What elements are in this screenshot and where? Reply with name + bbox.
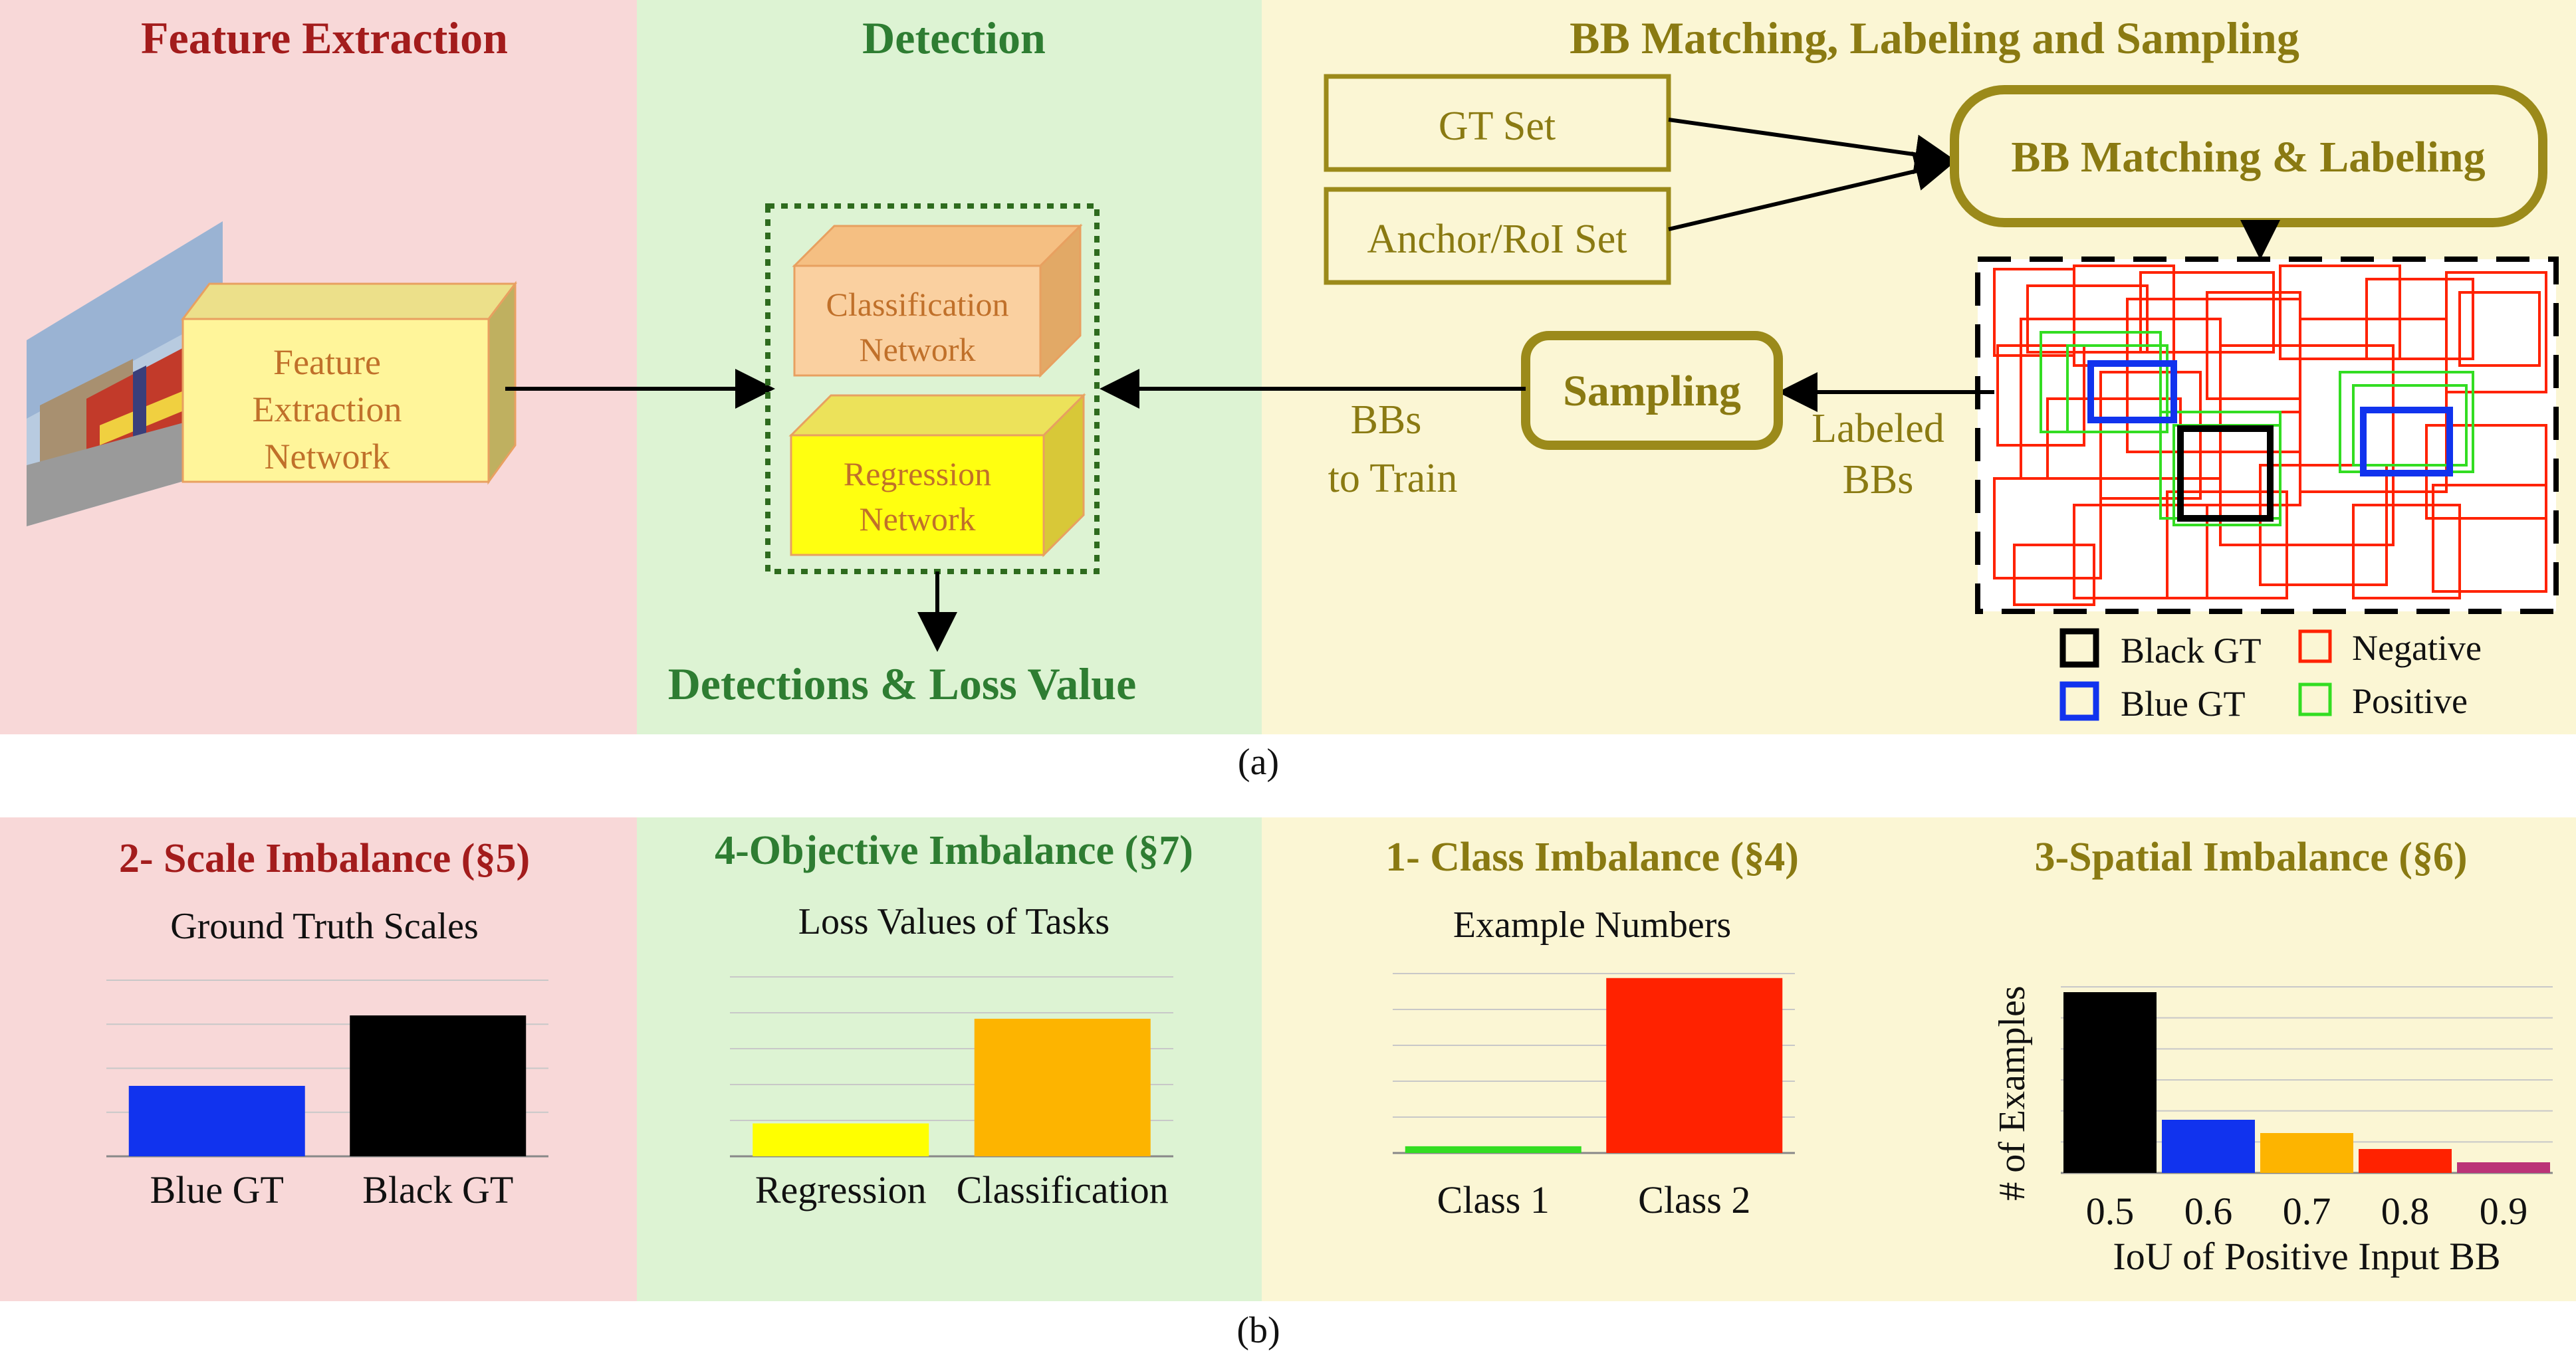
- bar-class-1: [1405, 1146, 1581, 1153]
- arrow-gt-to-matching: [1668, 118, 1955, 175]
- labeled-bb-image: [1975, 257, 2559, 614]
- category-label: Class 2: [1638, 1178, 1750, 1221]
- sampling-label: Sampling: [1563, 367, 1741, 415]
- legend-black-gt-swatch: [2059, 628, 2099, 668]
- legend-positive-swatch: [2298, 682, 2332, 716]
- labeled-bbs-line-1: Labeled: [1812, 406, 1944, 451]
- category-label: 0.9: [2480, 1190, 2528, 1233]
- bbs-to-train-line-1: BBs: [1351, 397, 1422, 443]
- bb-matching-title: BB Matching, Labeling and Sampling: [1570, 13, 2299, 63]
- part-b: 2- Scale Imbalance (§5) Ground Truth Scal…: [0, 817, 2576, 1351]
- bar-0-7: [2260, 1133, 2353, 1173]
- anchor-set-label: Anchor/RoI Set: [1367, 217, 1627, 262]
- detections-loss-label: Detections & Loss Value: [668, 659, 1137, 709]
- bar-class-2: [1606, 978, 1783, 1153]
- chart-title: 1- Class Imbalance (§4): [1385, 835, 1799, 880]
- category-label: Black GT: [362, 1168, 513, 1211]
- bar-0-8: [2359, 1149, 2452, 1173]
- x-axis-label: IoU of Positive Input BB: [2113, 1235, 2500, 1278]
- detection-title: Detection: [862, 13, 1046, 63]
- feature-box-line-1: Feature: [273, 342, 381, 382]
- bar-classification: [974, 1019, 1151, 1156]
- category-label: 0.6: [2184, 1190, 2233, 1233]
- category-label: Blue GT: [150, 1168, 284, 1211]
- negative-boxes: [1993, 264, 2547, 606]
- feature-box-line-3: Network: [265, 437, 390, 476]
- bb-matching-labeling-label: BB Matching & Labeling: [2011, 133, 2485, 181]
- detection-head-container: [765, 203, 1100, 574]
- legend-negative-swatch: [2298, 629, 2332, 663]
- regression-network: Regression Network: [788, 393, 1086, 558]
- chart-subtitle: Ground Truth Scales: [170, 906, 479, 947]
- anchor-set-box: [1324, 187, 1671, 285]
- category-label: Classification: [957, 1168, 1169, 1211]
- chart-3: 1- Class Imbalance (§4) Example NumbersCl…: [1385, 835, 1799, 1221]
- legend-positive-label: Positive: [2352, 681, 2468, 721]
- feature-box-line-2: Extraction: [253, 389, 402, 429]
- bbs-to-train-line-2: to Train: [1328, 456, 1458, 501]
- classification-line-2: Network: [860, 331, 976, 368]
- legend-blue-gt-swatch: [2059, 681, 2099, 721]
- feature-extraction-title: Feature Extraction: [141, 13, 508, 63]
- chart-title: 4-Objective Imbalance (§7): [715, 828, 1193, 873]
- bar-0-6: [2162, 1120, 2255, 1173]
- black-gt-box: [2177, 425, 2274, 522]
- chart-4: 3-Spatial Imbalance (§6) 0.5 0.6 0.7 0.8 0.9I…: [1992, 835, 2553, 1278]
- gt-set-box: [1324, 74, 1671, 172]
- category-label: Class 1: [1437, 1178, 1550, 1221]
- legend-blue-gt-label: Blue GT: [2121, 684, 2245, 724]
- blue-gt-box-left: [2087, 360, 2177, 423]
- labeled-bbs-line-2: BBs: [1843, 457, 1914, 502]
- chart-title: 3-Spatial Imbalance (§6): [2035, 835, 2468, 880]
- part-a: Feature Extraction Detection BB Matching…: [0, 0, 2576, 783]
- blue-gt-box-right: [2360, 407, 2453, 476]
- chart-title: 2- Scale Imbalance (§5): [119, 836, 530, 881]
- legend-negative-label: Negative: [2352, 628, 2482, 668]
- input-image: [27, 221, 223, 526]
- classification-network: Classification Network: [792, 223, 1083, 378]
- gt-set-label: GT Set: [1439, 104, 1556, 149]
- y-axis-label: # of Examples: [1992, 986, 2033, 1200]
- bar-black-gt: [350, 1015, 527, 1156]
- legend-black-gt-label: Black GT: [2121, 631, 2261, 671]
- imbalance-charts: 2- Scale Imbalance (§5) Ground Truth Scal…: [106, 828, 2553, 1278]
- category-label: 0.7: [2283, 1190, 2331, 1233]
- objective-imbalance-panel: [637, 817, 1262, 1301]
- chart-2: 4-Objective Imbalance (§7) Loss Values of…: [715, 828, 1193, 1211]
- category-label: 0.5: [2086, 1190, 2135, 1233]
- chart-1: 2- Scale Imbalance (§5) Ground Truth Scal…: [106, 836, 548, 1211]
- bar-blue-gt: [128, 1086, 305, 1156]
- chart-subtitle: Example Numbers: [1453, 904, 1731, 946]
- bar-0-5: [2063, 992, 2157, 1173]
- class-spatial-imbalance-panel: [1262, 817, 2576, 1301]
- feature-extraction-network: Feature Extraction Network: [180, 280, 518, 485]
- caption-b: (b): [1236, 1310, 1280, 1351]
- classification-line-1: Classification: [826, 286, 1009, 323]
- arrow-anchor-to-matching: [1668, 152, 1955, 231]
- category-label: 0.8: [2381, 1190, 2430, 1233]
- bb-legend: Black GT Blue GT Negative Positive: [2059, 628, 2482, 724]
- regression-line-2: Network: [860, 500, 976, 538]
- regression-line-1: Regression: [844, 455, 991, 492]
- scale-imbalance-panel: [0, 817, 637, 1301]
- category-label: Regression: [755, 1168, 927, 1211]
- caption-a: (a): [1238, 742, 1279, 783]
- chart-subtitle: Loss Values of Tasks: [798, 901, 1110, 942]
- bar-0-9: [2457, 1162, 2550, 1173]
- bar-regression: [753, 1123, 929, 1156]
